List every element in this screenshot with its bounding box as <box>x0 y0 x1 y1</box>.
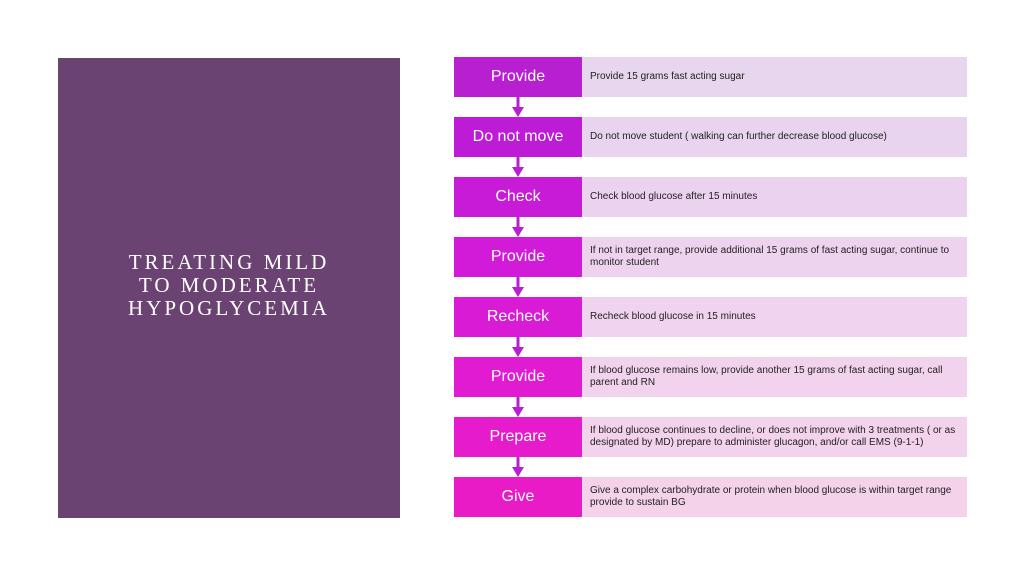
step-label: Prepare <box>454 417 582 457</box>
step-label: Provide <box>454 57 582 97</box>
step-description: If not in target range, provide addition… <box>582 237 967 277</box>
arrow-down-icon <box>512 97 524 117</box>
step-row: Provide Provide 15 grams fast acting sug… <box>454 57 967 97</box>
slide-title: TREATING MILD TO MODERATE HYPOGLYCEMIA <box>99 249 359 320</box>
step-label: Do not move <box>454 117 582 157</box>
step-label: Recheck <box>454 297 582 337</box>
step-row: Do not move Do not move student ( walkin… <box>454 117 967 157</box>
step-row: Give Give a complex carbohydrate or prot… <box>454 477 967 517</box>
step-row: Provide If blood glucose remains low, pr… <box>454 357 967 397</box>
arrow-down-icon <box>512 217 524 237</box>
step-row: Recheck Recheck blood glucose in 15 minu… <box>454 297 967 337</box>
step-label: Check <box>454 177 582 217</box>
arrow-down-icon <box>512 157 524 177</box>
title-line-3: HYPOGLYCEMIA <box>128 295 330 320</box>
step-description: Do not move student ( walking can furthe… <box>582 117 967 157</box>
step-description: Provide 15 grams fast acting sugar <box>582 57 967 97</box>
step-label: Provide <box>454 357 582 397</box>
step-description: Give a complex carbohydrate or protein w… <box>582 477 967 517</box>
step-row: Prepare If blood glucose continues to de… <box>454 417 967 457</box>
step-label: Provide <box>454 237 582 277</box>
step-row: Check Check blood glucose after 15 minut… <box>454 177 967 217</box>
step-description: If blood glucose continues to decline, o… <box>582 417 967 457</box>
step-description: Check blood glucose after 15 minutes <box>582 177 967 217</box>
step-label: Give <box>454 477 582 517</box>
title-panel: TREATING MILD TO MODERATE HYPOGLYCEMIA <box>58 58 400 518</box>
step-description: Recheck blood glucose in 15 minutes <box>582 297 967 337</box>
title-line-2: TO MODERATE <box>138 272 320 297</box>
arrow-down-icon <box>512 337 524 357</box>
arrow-down-icon <box>512 457 524 477</box>
step-description: If blood glucose remains low, provide an… <box>582 357 967 397</box>
step-row: Provide If not in target range, provide … <box>454 237 967 277</box>
arrow-down-icon <box>512 397 524 417</box>
arrow-down-icon <box>512 277 524 297</box>
title-line-1: TREATING MILD <box>128 249 330 274</box>
